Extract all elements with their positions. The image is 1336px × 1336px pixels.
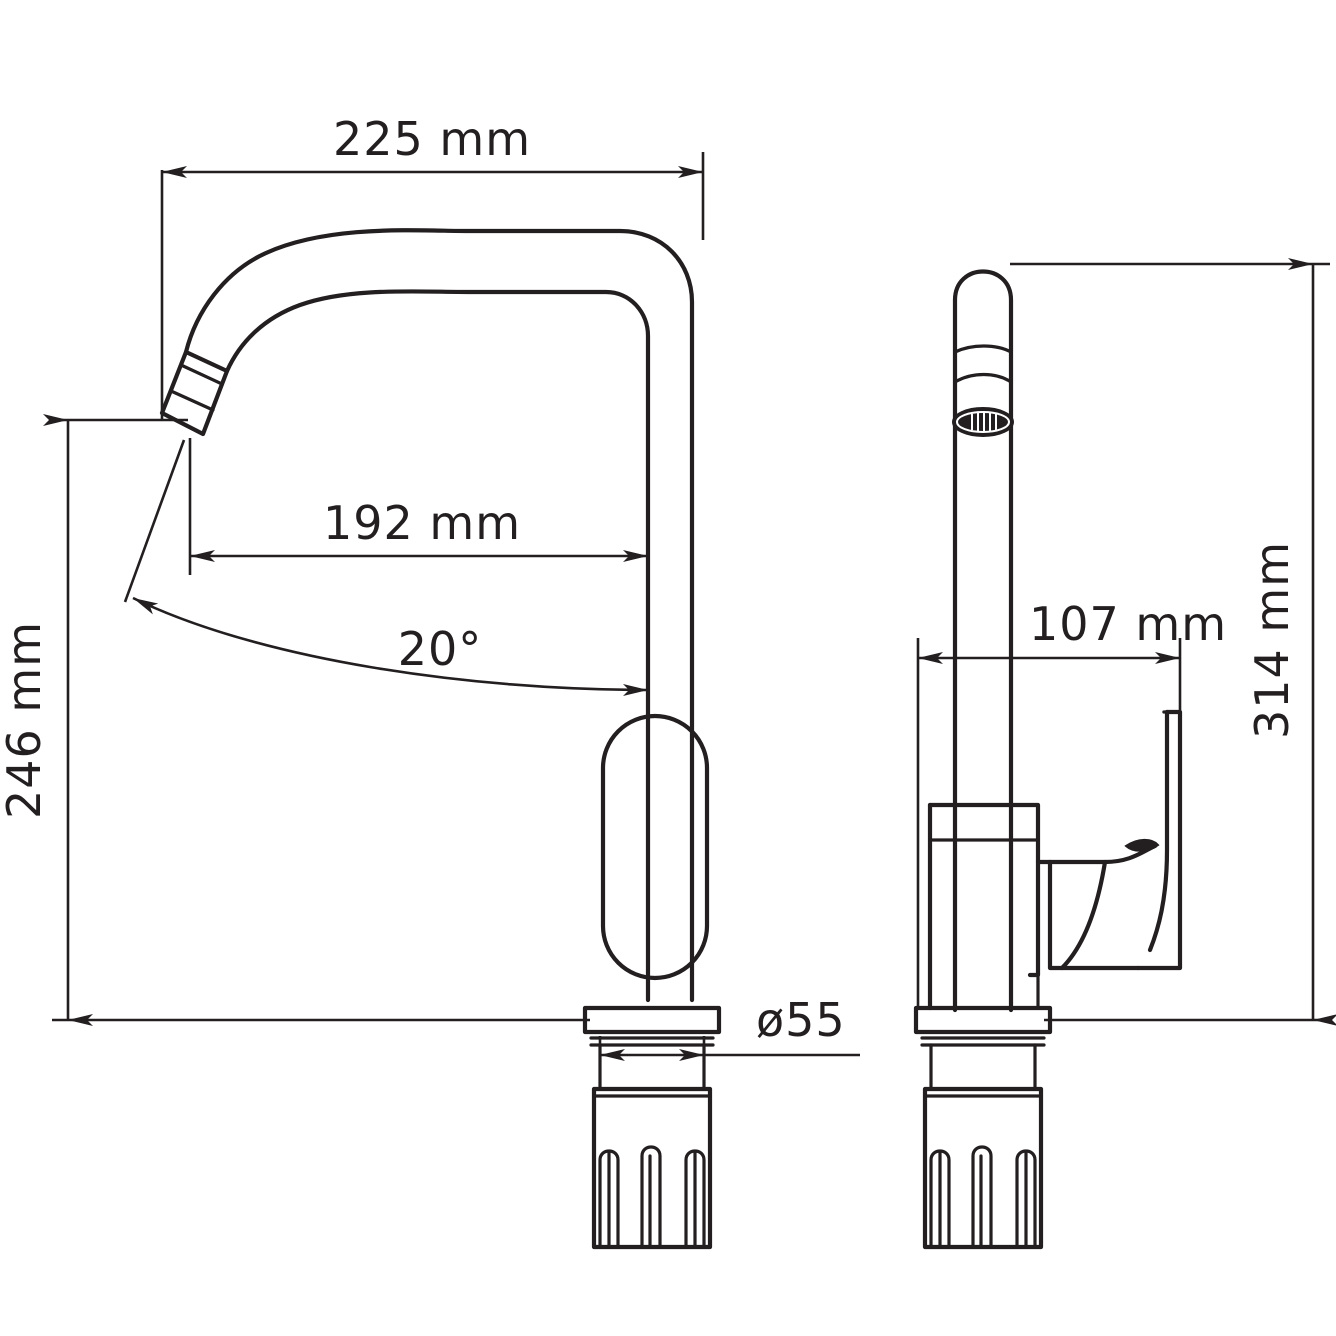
label-spout-reach-inner: 192 mm	[323, 496, 521, 550]
label-overall-height: 314 mm	[1245, 541, 1299, 739]
dimension-overall-height: 314 mm	[1010, 258, 1336, 1026]
mounting-shank-side	[922, 1086, 1044, 1250]
label-height-to-spout: 246 mm	[0, 621, 51, 819]
dimension-spout-reach-inner: 192 mm	[188, 336, 650, 600]
spout-nozzle	[159, 349, 230, 437]
label-spout-angle: 20°	[398, 622, 483, 676]
aerator-outlet	[952, 407, 1014, 437]
dimension-handle-depth: 107 mm	[916, 597, 1227, 1008]
base-flange-side	[913, 1005, 1053, 1047]
label-base-diameter: ø55	[756, 993, 846, 1047]
base-flange-front	[582, 1005, 722, 1047]
lever-handle-front	[600, 713, 710, 981]
label-handle-depth: 107 mm	[1029, 597, 1227, 651]
dimension-spout-reach-total: 225 mm	[160, 112, 705, 420]
lever-handle-side	[1047, 709, 1183, 971]
mounting-shank-front	[591, 1086, 713, 1250]
front-view-geometry	[159, 228, 722, 1250]
dimension-base-diameter: ø55	[598, 993, 860, 1080]
side-view-geometry	[913, 269, 1183, 1250]
dimension-spout-angle: 20°	[123, 439, 649, 696]
label-spout-reach-total: 225 mm	[333, 112, 531, 166]
dimension-height-to-spout: 246 mm	[0, 414, 590, 1026]
